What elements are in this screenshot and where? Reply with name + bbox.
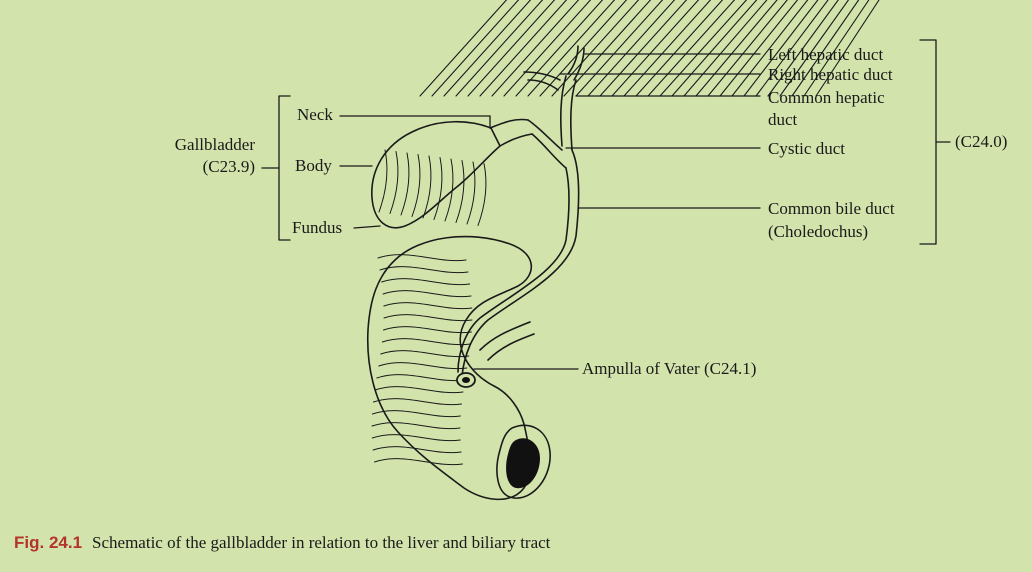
gallbladder-stripe: [444, 158, 454, 222]
hatch-line: [431, 0, 519, 97]
duodenum-stripe: [371, 410, 461, 418]
duodenum-stripe: [382, 326, 472, 334]
gallbladder-stripe: [389, 151, 399, 214]
hatch-line: [503, 0, 591, 97]
hatch-line: [779, 0, 849, 97]
label-cystic-duct: Cystic duct: [768, 139, 845, 158]
hatch-line: [719, 0, 798, 97]
gallbladder-stripe: [433, 157, 443, 220]
duodenum-stripe: [379, 266, 469, 274]
duodenum-stripe: [381, 338, 471, 346]
duodenum: [366, 235, 551, 501]
figure-caption: Fig. 24.1 Schematic of the gallbladder in…: [14, 533, 550, 553]
hatch-line: [611, 0, 699, 97]
hatch-line: [479, 0, 567, 97]
label-ducts-code: (C24.0): [955, 132, 1008, 151]
duodenum-stripe: [372, 398, 462, 406]
hatch-line: [455, 0, 543, 97]
gallbladder-stripe: [466, 161, 476, 225]
hatch-line: [527, 0, 615, 97]
duodenum-stripe: [378, 362, 468, 370]
hatch-line: [791, 0, 860, 97]
hatch-line: [563, 0, 651, 97]
gallbladder-stripe: [455, 160, 465, 223]
hatch-line: [443, 0, 531, 97]
label-left-hepatic-duct: Left hepatic duct: [768, 45, 884, 64]
hatch-line: [707, 0, 788, 97]
hatch-line: [695, 0, 778, 97]
duodenum-stripe: [371, 434, 461, 442]
duodenum-stripe: [383, 314, 473, 322]
label-neck: Neck: [297, 105, 333, 124]
hatch-line: [743, 0, 819, 97]
hatch-line: [671, 0, 758, 97]
label-ampulla-of-vater: Ampulla of Vater (C24.1): [582, 359, 757, 378]
label-gallbladder-code: (C23.9): [202, 157, 255, 176]
hatch-line: [551, 0, 639, 97]
bile-duct-system: [457, 45, 585, 377]
hatch-line: [767, 0, 839, 97]
duodenum-stripe: [381, 278, 471, 286]
ducts-bracket: [919, 39, 937, 245]
label-common-hepatic-duct-line2: duct: [768, 110, 798, 129]
duodenum-stripe: [371, 422, 461, 430]
label-common-bile-duct-line2: (Choledochus): [768, 222, 869, 241]
label-body: Body: [295, 156, 332, 175]
hatch-line: [635, 0, 723, 97]
hatch-line: [803, 0, 870, 97]
gallbladder-bracket: [278, 95, 291, 241]
duodenum-stripe: [376, 374, 466, 382]
hatch-line: [623, 0, 711, 97]
duodenum-stripe: [383, 302, 473, 310]
hatch-line: [815, 0, 880, 97]
hatch-line: [467, 0, 555, 97]
figure-caption-text: Schematic of the gallbladder in relation…: [92, 533, 551, 552]
hatch-line: [587, 0, 675, 97]
duodenum-stripes: [371, 254, 473, 466]
liver-hatching: [419, 0, 880, 97]
hatch-line: [683, 0, 768, 97]
label-gallbladder: Gallbladder: [174, 135, 255, 154]
hatch-line: [731, 0, 809, 97]
gallbladder-stripes: [378, 149, 487, 226]
label-fundus: Fundus: [292, 218, 343, 237]
hatch-line: [491, 0, 579, 97]
gallbladder-stripe: [422, 155, 432, 219]
duodenum-stripe: [377, 254, 467, 262]
gallbladder-stripe: [411, 154, 421, 217]
hatch-line: [599, 0, 687, 97]
duodenum-stripe: [382, 290, 472, 298]
hatch-line: [419, 0, 507, 97]
duodenum-stripe: [372, 446, 462, 454]
figure-number: Fig. 24.1: [14, 533, 83, 552]
duodenum-stripe: [380, 350, 470, 358]
label-right-hepatic-duct: Right hepatic duct: [768, 65, 893, 84]
hatch-line: [575, 0, 663, 97]
leader-fundus: [353, 225, 381, 229]
label-common-bile-duct-line1: Common bile duct: [768, 199, 895, 218]
gallbladder-stripe: [378, 149, 388, 213]
hatch-line: [659, 0, 747, 97]
label-common-hepatic-duct-line1: Common hepatic: [768, 88, 885, 107]
ampulla-opening: [456, 372, 476, 388]
duodenum-stripe: [374, 386, 464, 394]
gallbladder-stripe: [400, 152, 410, 216]
duodenum-stripe: [374, 458, 464, 466]
hatch-line: [647, 0, 735, 97]
gallbladder-organ: [371, 118, 533, 229]
gallbladder-stripe: [477, 163, 487, 226]
leader-lines: [261, 39, 951, 370]
hatch-line: [755, 0, 829, 97]
